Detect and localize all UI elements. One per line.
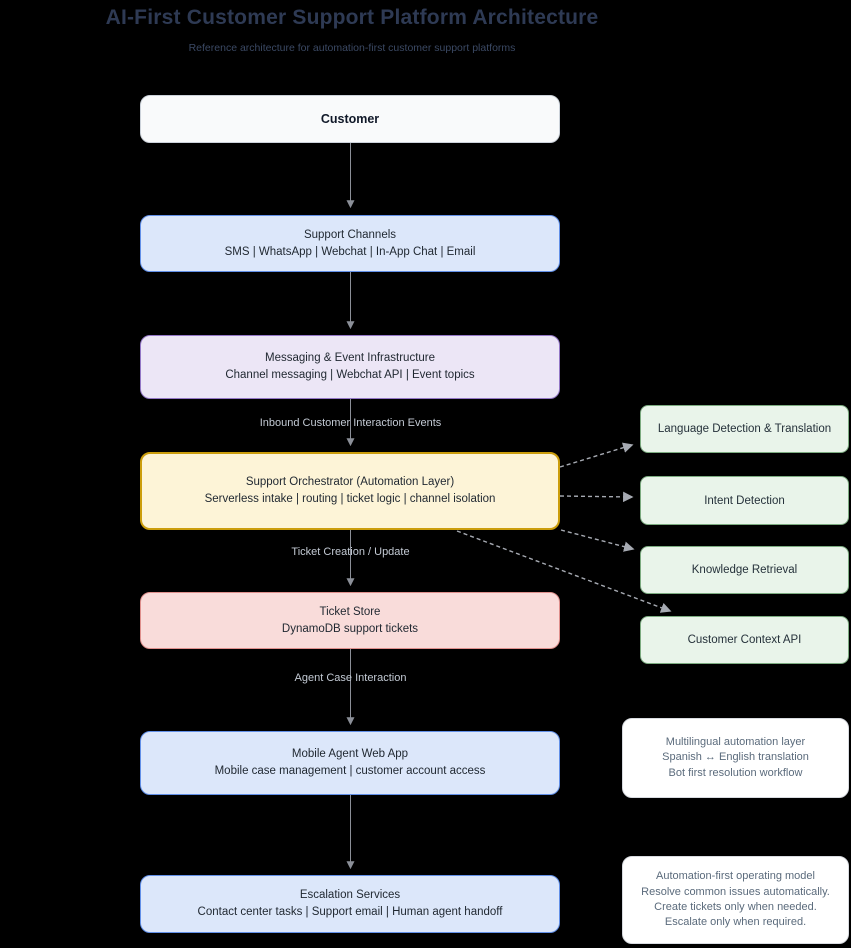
note-line: Automation-first operating model	[656, 870, 815, 883]
node-support-channels-label: Support Channels	[303, 228, 397, 241]
node-messaging-event-infrastructure: Messaging & Event Infrastructure Channel…	[140, 335, 560, 399]
node-orchestrator-label: Support Orchestrator (Automation Layer)	[245, 476, 455, 489]
edge-label-ticket-creation: Ticket Creation / Update	[291, 546, 410, 558]
service-intent-detection: Intent Detection	[640, 476, 849, 525]
service-knowledge-label: Knowledge Retrieval	[691, 564, 798, 576]
node-escalation-services: Escalation Services Contact center tasks…	[140, 875, 560, 933]
note-line: Multilingual automation layer	[665, 735, 806, 748]
note-line: Bot first resolution workflow	[668, 766, 803, 779]
arrow-orchestrator-to-language-detection	[559, 442, 634, 468]
edge-label-agent-case: Agent Case Interaction	[294, 672, 407, 684]
page-title: AI-First Customer Support Platform Archi…	[105, 6, 599, 29]
service-customer-context-api: Customer Context API	[640, 616, 849, 664]
node-support-orchestrator: Support Orchestrator (Automation Layer) …	[140, 452, 560, 530]
node-mobile-label: Mobile Agent Web App	[291, 748, 409, 761]
note-line: Resolve common issues automatically.	[641, 885, 830, 898]
service-intent-label: Intent Detection	[704, 494, 785, 507]
arrow-orchestrator-to-knowledge-retrieval	[560, 529, 635, 552]
node-customer: Customer	[140, 95, 560, 143]
note-automation-first-model: Automation-first operating model Resolve…	[622, 856, 849, 944]
service-language-detection-translation: Language Detection & Translation	[640, 405, 849, 453]
service-language-label: Language Detection & Translation	[657, 423, 832, 435]
node-ticket-store-sublabel: DynamoDB support tickets	[281, 622, 419, 635]
node-mobile-sublabel: Mobile case management | customer accoun…	[214, 765, 486, 777]
service-knowledge-retrieval: Knowledge Retrieval	[640, 546, 849, 594]
edge-label-inbound-events: Inbound Customer Interaction Events	[259, 417, 442, 429]
node-orchestrator-sublabel: Serverless intake | routing | ticket log…	[204, 493, 496, 505]
node-escalation-label: Escalation Services	[299, 889, 401, 902]
node-escalation-sublabel: Contact center tasks | Support email | H…	[197, 906, 503, 918]
node-messaging-sublabel: Channel messaging | Webchat API | Event …	[225, 369, 475, 381]
node-mobile-agent-web-app: Mobile Agent Web App Mobile case managem…	[140, 731, 560, 795]
node-support-channels-sublabel: SMS | WhatsApp | Webchat | In-App Chat |…	[224, 245, 476, 258]
node-messaging-label: Messaging & Event Infrastructure	[264, 352, 436, 365]
arrow-orchestrator-to-customer-context	[456, 530, 672, 613]
node-customer-label: Customer	[320, 111, 380, 126]
node-ticket-store: Ticket Store DynamoDB support tickets	[140, 592, 560, 649]
note-line: Escalate only when required.	[664, 916, 807, 929]
arrow-orchestrator-to-intent-detection	[559, 491, 634, 503]
note-line: Create tickets only when needed.	[654, 901, 817, 913]
service-context-label: Customer Context API	[687, 634, 802, 646]
note-line: Spanish ↔ English translation	[662, 751, 809, 764]
page-subtitle: Reference architecture for automation-fi…	[188, 42, 516, 54]
note-multilingual-automation: Multilingual automation layer Spanish ↔ …	[622, 718, 849, 798]
node-support-channels: Support Channels SMS | WhatsApp | Webcha…	[140, 215, 560, 272]
node-ticket-store-label: Ticket Store	[319, 605, 381, 618]
